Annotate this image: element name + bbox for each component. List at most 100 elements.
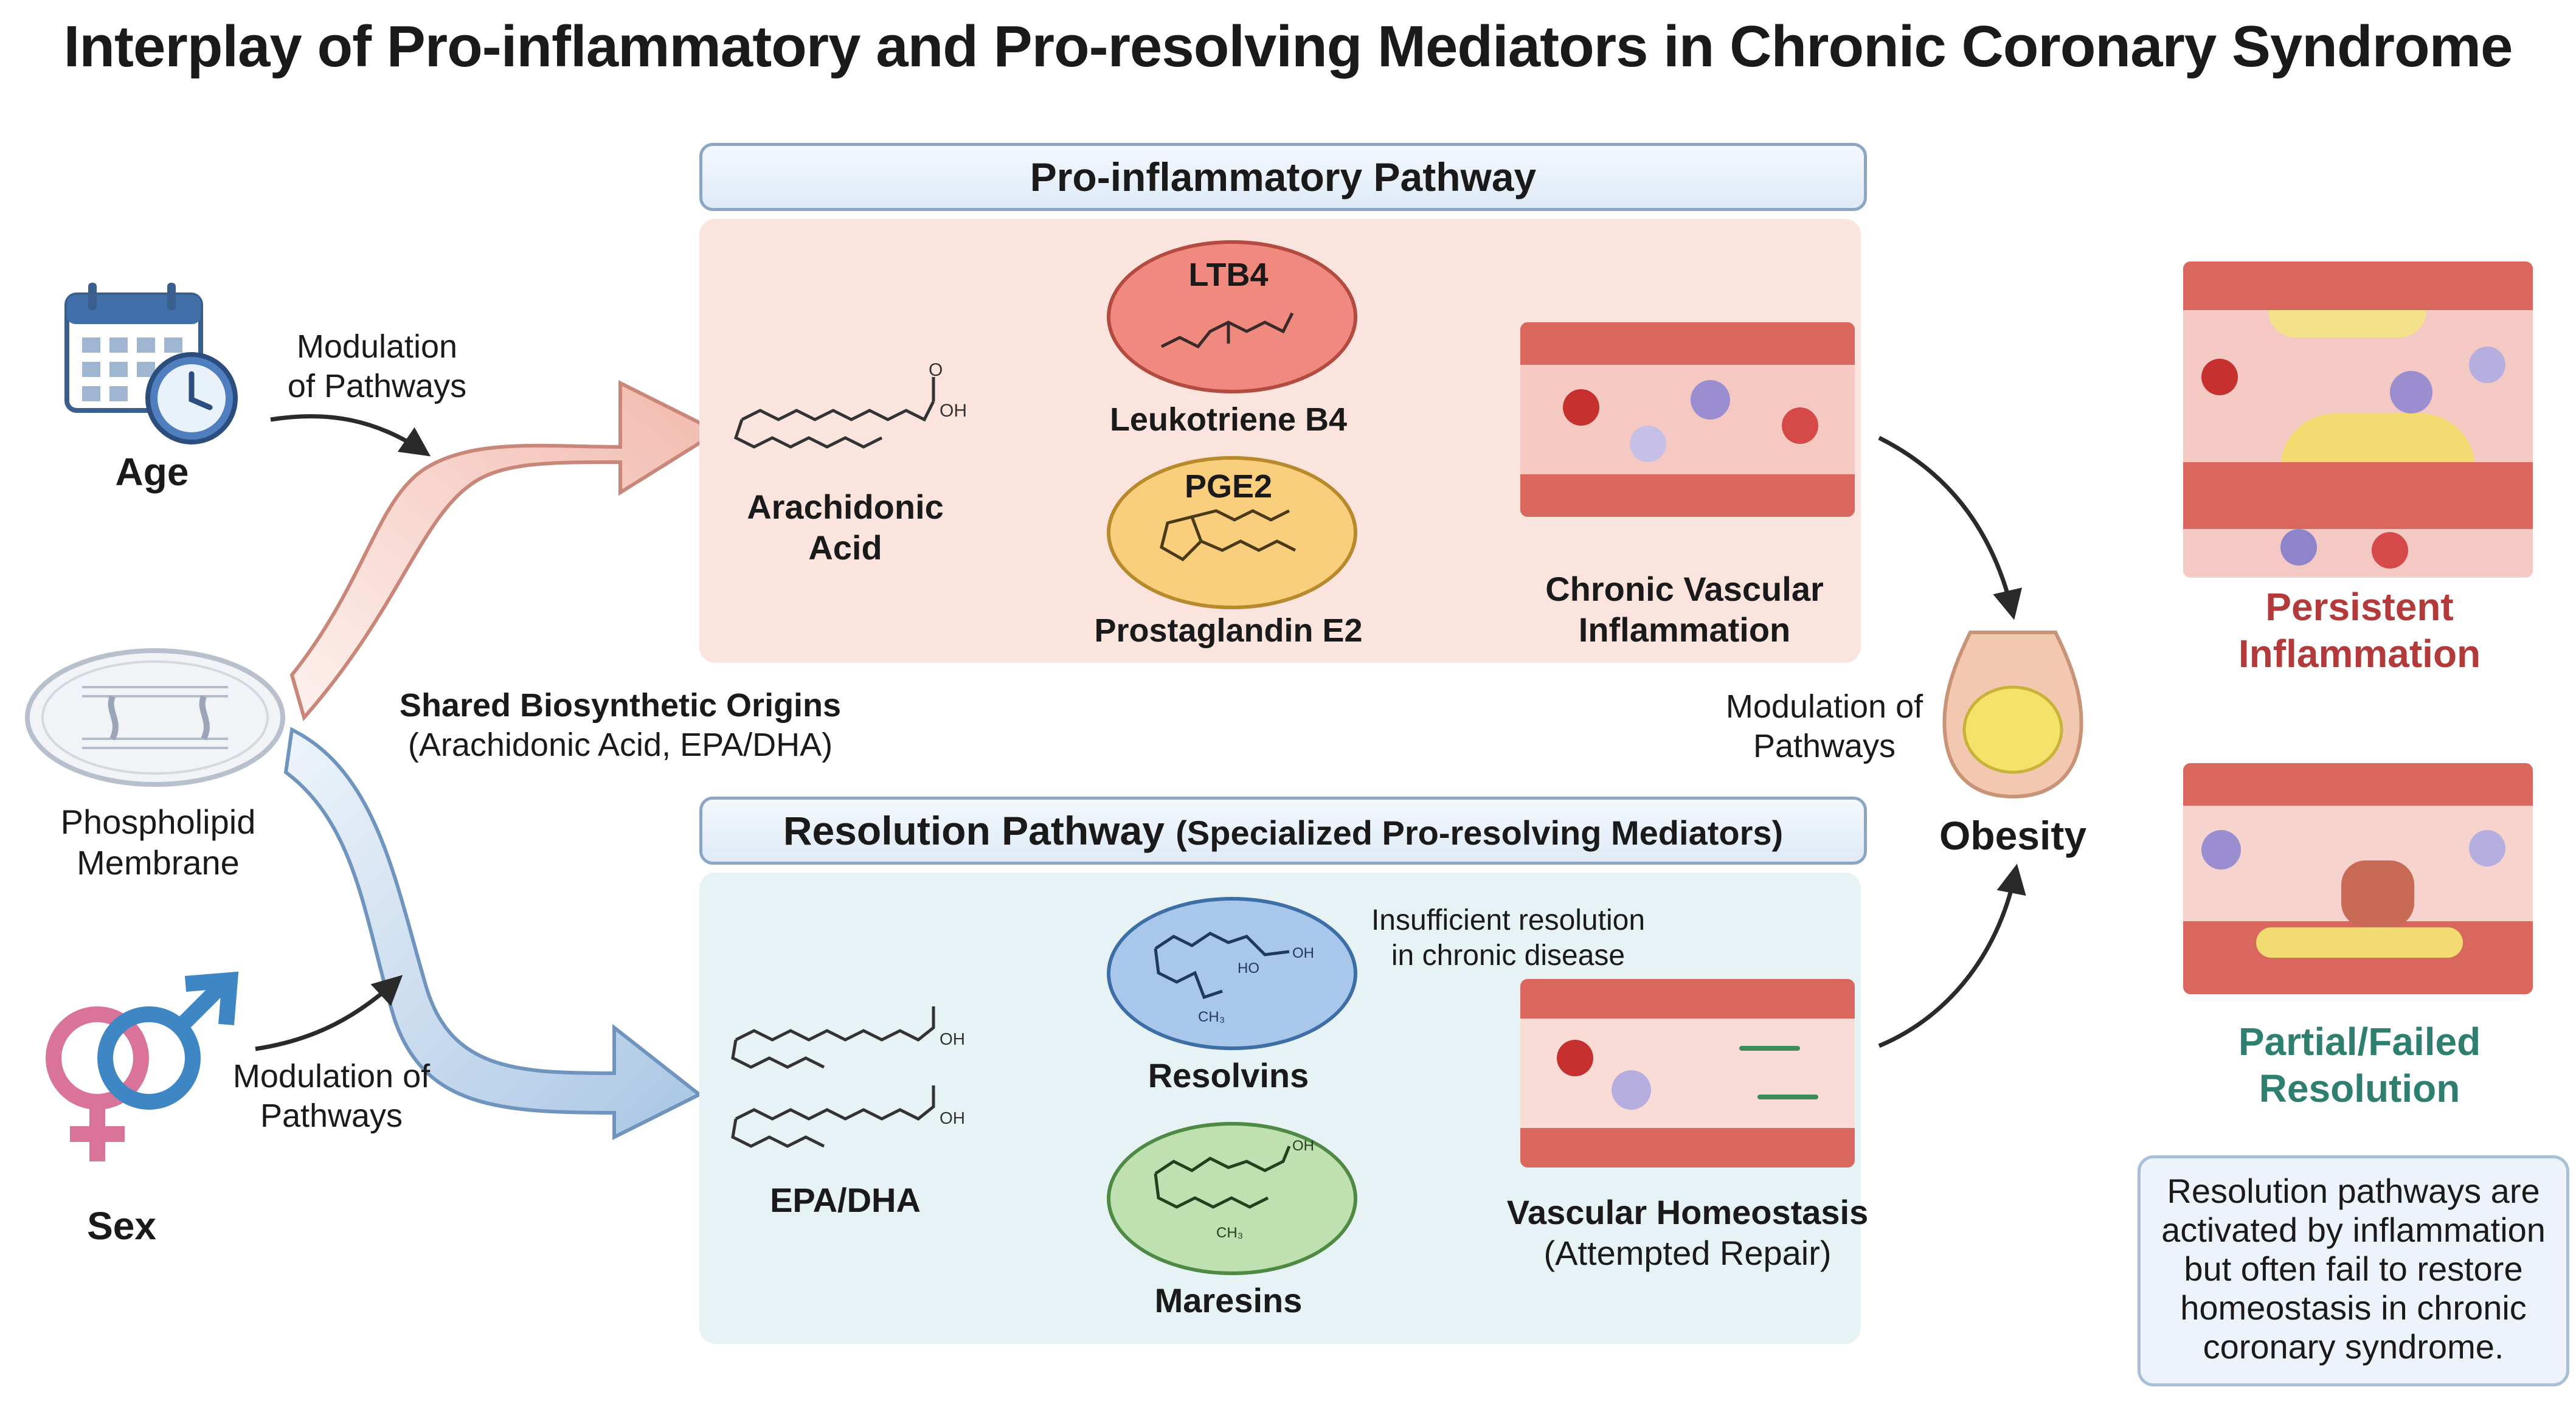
obesity-label: Obesity: [1939, 813, 2087, 858]
vessel-wall-bottom: [2183, 462, 2533, 529]
homeostasis-title: Vascular Homeostasis: [1506, 1193, 1869, 1231]
red-cell: [1563, 389, 1599, 426]
insufficient-resolution-text: Insufficient resolution in chronic disea…: [1338, 903, 1678, 973]
note-line-5: coronary syndrome.: [2203, 1327, 2504, 1366]
persistent-line-1: Persistent: [2265, 585, 2454, 629]
res-header-main: Resolution Pathway: [783, 808, 1165, 853]
immune-cell: [1612, 1070, 1651, 1110]
homeostasis-sub: (Attempted Repair): [1543, 1234, 1832, 1273]
maresins-structure: OH CH₃: [1154, 1138, 1314, 1241]
maresins-label: Maresins: [1154, 1281, 1303, 1320]
age-label: Age: [115, 450, 189, 494]
phospholipid-membrane-icon: [25, 648, 285, 787]
immune-cell: [2201, 830, 2241, 870]
gender-symbols-icon: [46, 971, 239, 1161]
shared-origins-title: Shared Biosynthetic Origins: [399, 687, 842, 724]
sex-label: Sex: [87, 1204, 156, 1248]
partial-vessel-illustration: [2183, 763, 2533, 994]
insufficient-line-1: Insufficient resolution: [1371, 904, 1646, 936]
partial-label: Partial/Failed Resolution: [2165, 1019, 2554, 1112]
summary-note: Resolution pathways are activated by inf…: [2138, 1155, 2569, 1386]
note-line-3: but often fail to restore: [2184, 1250, 2523, 1288]
resolvins-ho-text: HO: [1238, 960, 1259, 977]
sex-modulation-line-2: Pathways: [260, 1097, 403, 1134]
note-line-1: Resolution pathways are: [2167, 1172, 2540, 1210]
membrane-label-line-1: Phospholipid: [60, 803, 256, 841]
plaque: [2256, 927, 2463, 958]
repair-site: [2341, 860, 2414, 927]
obesity-body-icon: [1942, 631, 2083, 799]
sex-modulation-line-1: Modulation of: [232, 1058, 431, 1095]
dha-oh-text: OH: [940, 1109, 965, 1127]
res-header-sub: (Specialized Pro-resolving Mediators): [1175, 814, 1784, 852]
homeostasis-vessel: [1520, 979, 1855, 1168]
inflammation-obesity-arrow: [1878, 435, 2023, 620]
vessel-wall-bottom: [1520, 474, 1855, 517]
membrane-label-line-2: Membrane: [77, 843, 240, 882]
immune-cell: [2469, 830, 2505, 867]
epa-dha-label: EPA/DHA: [770, 1181, 921, 1219]
aa-label-line-1: Arachidonic: [747, 488, 944, 526]
obesity-modulation-line-2: Pathways: [1753, 727, 1896, 764]
pge2-tag: PGE2: [1184, 468, 1273, 505]
resolvins-label: Resolvins: [1148, 1056, 1309, 1095]
pro-big-arrow: [289, 380, 722, 722]
immune-cell: [2469, 347, 2505, 383]
plaque: [2268, 310, 2426, 337]
ltb4-tag: LTB4: [1188, 257, 1269, 293]
maresins-ch3-text: CH₃: [1216, 1225, 1243, 1241]
red-cell: [1557, 1040, 1593, 1076]
obesity-modulation-text: Modulation of Pathways: [1703, 687, 1946, 766]
res-big-arrow: [283, 727, 703, 1140]
obesity-modulation-line-1: Modulation of: [1725, 688, 1923, 725]
membrane-label: Phospholipid Membrane: [24, 801, 292, 883]
vessel-wall-top: [1520, 979, 1855, 1019]
age-arrow: [270, 414, 431, 457]
aa-oh-text: OH: [940, 401, 967, 421]
immune-cell: [1691, 380, 1730, 420]
pge2-oval: [1107, 456, 1357, 609]
flow-arrow: [1739, 1046, 1800, 1051]
inflamed-vessel: [1520, 322, 1855, 517]
homeostasis-obesity-arrow: [1878, 863, 2026, 1048]
svg-text:O: O: [929, 360, 943, 380]
maresins-oh-text: OH: [1292, 1138, 1314, 1154]
red-cell: [2372, 532, 2408, 569]
red-cell: [2201, 359, 2238, 395]
age-modulation-line-1: Modulation: [296, 328, 458, 365]
homeostasis-label: Vascular Homeostasis (Attempted Repair): [1490, 1192, 1885, 1273]
sex-arrow: [255, 975, 403, 1051]
ltb4-name: Leukotriene B4: [1109, 401, 1348, 438]
ltb4-structure: [1160, 312, 1294, 349]
resolvins-ch3-text: CH₃: [1198, 1009, 1225, 1025]
sex-modulation-text: Modulation of Pathways: [219, 1057, 444, 1136]
epa-oh-text: OH: [940, 1029, 965, 1048]
persistent-vessel-illustration: [2183, 261, 2533, 578]
ltb4-oval: [1107, 240, 1357, 393]
inflammation-label-line-1: Chronic Vascular: [1545, 570, 1824, 608]
partial-line-1: Partial/Failed: [2238, 1020, 2481, 1064]
age-modulation-text: Modulation of Pathways: [268, 327, 486, 406]
resolvins-structure: HO OH CH₃: [1154, 932, 1314, 1025]
aa-label-line-2: Acid: [808, 528, 882, 567]
pge2-structure: [1160, 509, 1297, 562]
pro-panel-header: Pro-inflammatory Pathway: [699, 143, 1867, 211]
res-panel-header: Resolution Pathway (Specialized Pro-reso…: [699, 797, 1867, 865]
persistent-line-2: Inflammation: [2238, 631, 2481, 676]
pge2-name: Prostaglandin E2: [1094, 612, 1363, 649]
vessel-wall-top: [2183, 261, 2533, 310]
shared-origins-sub: (Arachidonic Acid, EPA/DHA): [407, 726, 833, 763]
resolvins-oval: [1107, 897, 1357, 1050]
resolvins-oh-text: OH: [1292, 945, 1314, 961]
note-line-4: homeostasis in chronic: [2180, 1289, 2527, 1327]
persistent-label: Persistent Inflammation: [2165, 584, 2554, 677]
red-cell: [1782, 407, 1818, 444]
insufficient-line-2: in chronic disease: [1391, 939, 1626, 972]
partial-line-2: Resolution: [2259, 1066, 2460, 1110]
note-line-2: activated by inflammation: [2161, 1211, 2546, 1249]
calendar-clock-icon: [64, 283, 238, 445]
immune-cell: [2390, 371, 2432, 413]
immune-cell: [1630, 426, 1666, 462]
shared-origins-text: Shared Biosynthetic Origins (Arachidonic…: [377, 686, 864, 765]
arachidonic-acid-structure: OH O: [733, 360, 967, 449]
